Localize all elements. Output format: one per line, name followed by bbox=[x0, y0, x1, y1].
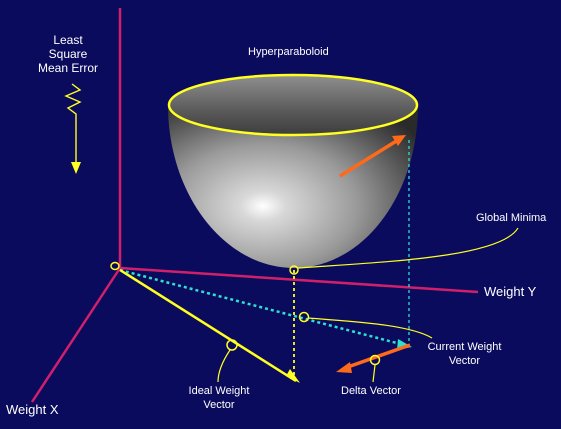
ideal-weight-leader bbox=[217, 349, 231, 383]
current-weight-vector bbox=[119, 268, 409, 348]
delta-vector-leader bbox=[372, 364, 376, 383]
z-axis-label-line3: Mean Error bbox=[37, 61, 99, 75]
global-minima-leader bbox=[297, 227, 519, 269]
ideal-weight-label-line2: Vector bbox=[203, 399, 235, 411]
y-axis bbox=[119, 266, 479, 294]
ideal-weight-marker bbox=[226, 339, 238, 351]
bowl-body bbox=[168, 105, 418, 268]
z-axis-label-line2: Square bbox=[48, 47, 88, 61]
ideal-weight-vector bbox=[119, 268, 297, 383]
current-weight-marker bbox=[298, 311, 310, 323]
delta-vector-label: Delta Vector bbox=[341, 385, 401, 397]
current-weight-label-line2: Vector bbox=[448, 355, 481, 367]
bowl-inner bbox=[170, 76, 416, 134]
global-minima-label: Global Minima bbox=[476, 212, 547, 224]
ideal-weight-arrowhead bbox=[286, 369, 300, 383]
global-minima-marker bbox=[289, 265, 299, 275]
z-axis-label-line1: Least bbox=[53, 33, 83, 47]
current-weight-leader bbox=[307, 317, 433, 339]
z-label-squiggle bbox=[64, 83, 82, 165]
ideal-weight-label: Ideal Weight Vector bbox=[174, 384, 264, 412]
weight-y-label: Weight Y bbox=[484, 284, 537, 299]
x-axis bbox=[30, 267, 122, 403]
current-weight-label: Current Weight Vector bbox=[412, 340, 517, 368]
gradient-arrow-shaft bbox=[339, 138, 399, 178]
ideal-weight-label-line1: Ideal Weight bbox=[188, 385, 250, 397]
delta-vector-arrowhead bbox=[336, 362, 352, 373]
z-label-squiggle-head bbox=[71, 162, 81, 174]
delta-vector-marker bbox=[369, 354, 381, 366]
origin-marker bbox=[110, 261, 120, 271]
z-axis-label: Least Square Mean Error bbox=[18, 33, 118, 75]
surface-label: Hyperparaboloid bbox=[248, 46, 329, 58]
bowl-rim bbox=[167, 73, 419, 137]
weight-x-label: Weight X bbox=[6, 402, 59, 417]
current-weight-label-line1: Current Weight bbox=[427, 341, 502, 353]
gradient-arrow-head bbox=[392, 135, 406, 146]
